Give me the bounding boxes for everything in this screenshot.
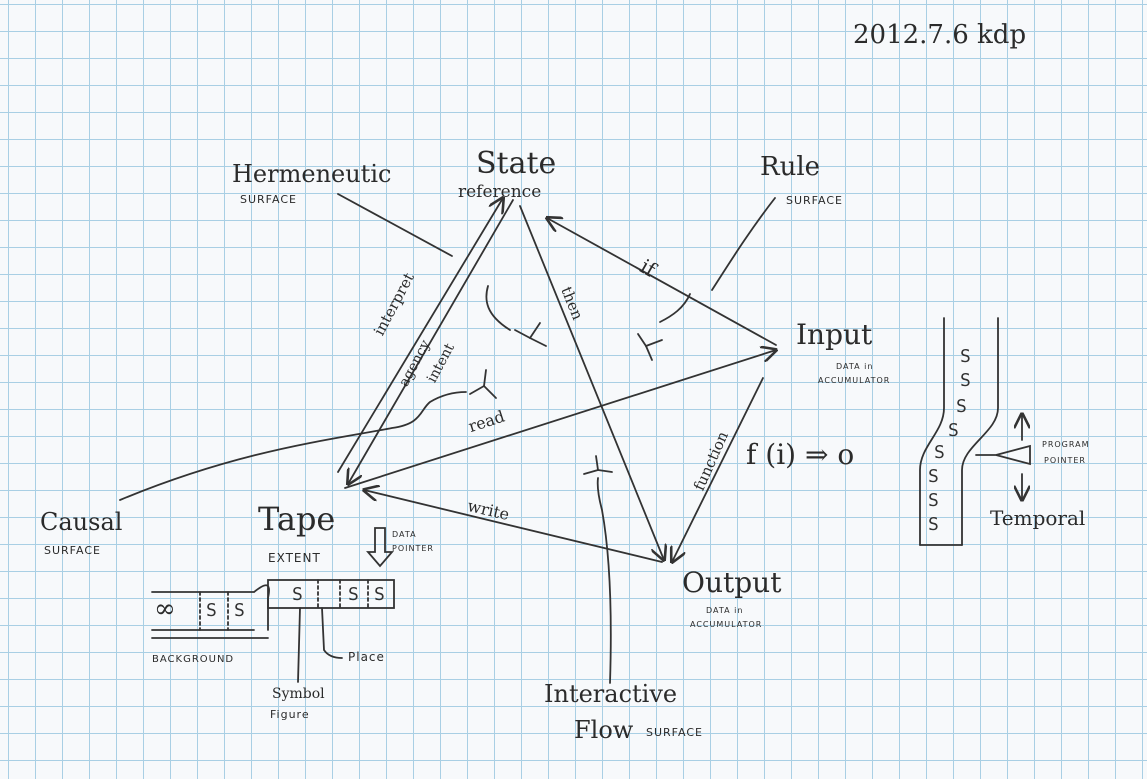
face-marker-center — [470, 370, 496, 398]
output-sub1: DATA in — [706, 606, 743, 615]
face-marker-right — [638, 334, 662, 360]
tape-sub: EXTENT — [268, 551, 321, 565]
interactive-line2: Flow — [574, 716, 633, 744]
edge-state-to-output-then — [520, 206, 664, 560]
interactive-line3: SURFACE — [646, 726, 703, 739]
causal-pointer-line — [120, 392, 466, 500]
tape-symbol-1: S — [206, 600, 217, 621]
tape-figure-label: Figure — [270, 708, 310, 721]
tape-title: Tape — [258, 500, 335, 538]
program-symbol-1: S — [960, 346, 971, 367]
interactive-line1: Interactive — [544, 680, 677, 708]
tape-symbol-label: Symbol — [272, 686, 325, 702]
tape-symbol-3: S — [292, 584, 303, 605]
tape-symbol-4: S — [348, 584, 359, 605]
output-title: Output — [682, 566, 781, 599]
formula: f (i) ⇒ o — [746, 438, 854, 471]
date-stamp: 2012.7.6 kdp — [853, 20, 1026, 50]
causal-sub: SURFACE — [44, 544, 101, 557]
program-symbol-8: S — [928, 514, 939, 535]
hermeneutic-sub: SURFACE — [240, 193, 297, 206]
program-symbol-6: S — [928, 466, 939, 487]
hermeneutic-pointer-line — [338, 194, 452, 256]
program-symbol-5: S — [934, 442, 945, 463]
output-sub2: ACCUMULATOR — [690, 620, 762, 629]
input-sub1: DATA in — [836, 362, 873, 371]
input-sub2: ACCUMULATOR — [818, 376, 890, 385]
rule-sub: SURFACE — [786, 194, 843, 207]
tape-place-label: Place — [348, 650, 385, 664]
program-pointer-label-1: PROGRAM — [1042, 440, 1090, 449]
edge-input-to-state-if — [547, 218, 776, 345]
data-pointer-label-1: DATA — [392, 530, 417, 539]
program-symbol-4: S — [948, 420, 959, 441]
rule-title: Rule — [760, 152, 820, 182]
program-symbol-7: S — [928, 490, 939, 511]
program-pointer-label-2: POINTER — [1044, 456, 1086, 465]
tape-symbol-2: S — [234, 600, 245, 621]
symbol-leader-line — [298, 608, 300, 682]
data-pointer-label-2: POINTER — [392, 544, 434, 553]
face-curve-left — [486, 286, 510, 330]
tape-infinity: ∞ — [154, 594, 176, 624]
tape-background-label: BACKGROUND — [152, 654, 234, 665]
program-symbol-2: S — [960, 370, 971, 391]
input-title: Input — [796, 318, 872, 351]
interactive-pointer-line — [598, 478, 611, 683]
face-marker-bottom — [584, 456, 612, 474]
program-symbol-3: S — [956, 396, 967, 417]
tape-symbol-5: S — [374, 584, 385, 605]
temporal-label: Temporal — [990, 506, 1085, 530]
program-pointer-arrow — [976, 446, 1030, 464]
causal-title: Causal — [40, 508, 122, 536]
face-marker-left — [515, 323, 546, 346]
face-curve-right — [660, 294, 690, 322]
state-title: State — [476, 146, 556, 181]
hermeneutic-title: Hermeneutic — [232, 160, 391, 188]
data-pointer-arrow — [368, 528, 392, 566]
place-leader-line — [322, 608, 342, 658]
state-sub: reference — [458, 182, 541, 202]
rule-pointer-line — [712, 198, 775, 290]
